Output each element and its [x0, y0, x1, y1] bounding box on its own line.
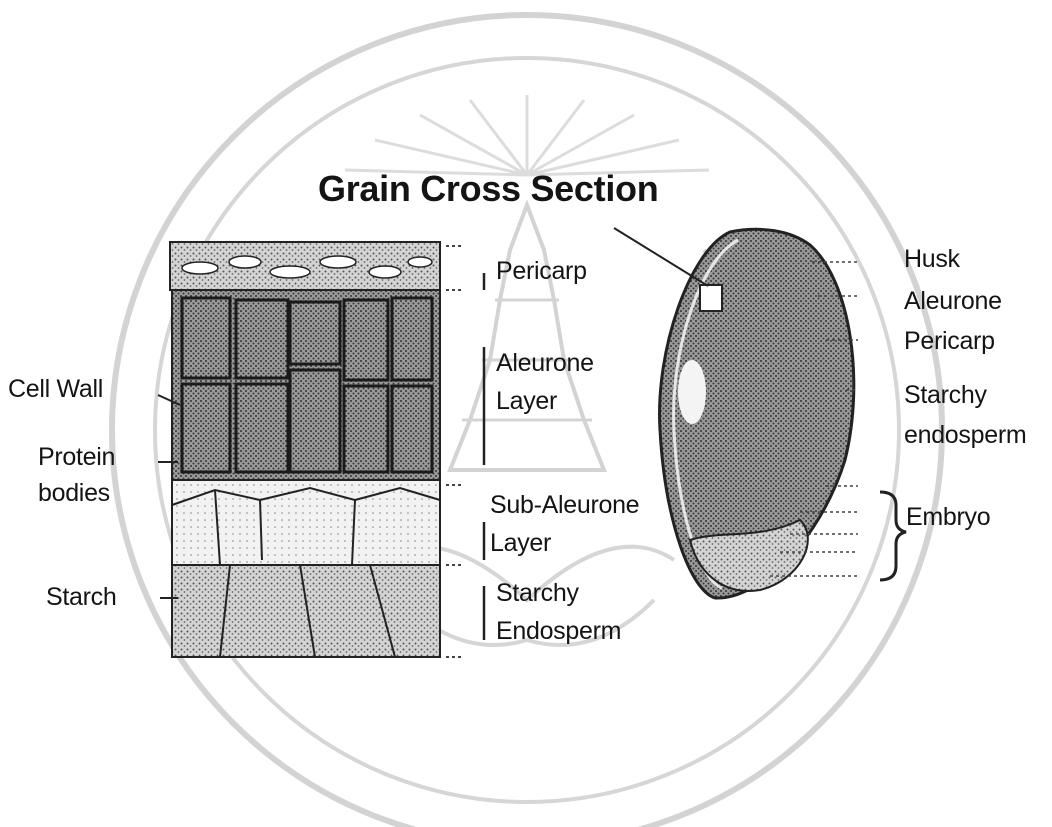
label-pericarp-right: Pericarp [904, 324, 995, 358]
label-sub-aleurone-line2: Layer [490, 526, 551, 560]
label-starch: Starch [46, 580, 116, 614]
label-aleurone-line1: Aleurone [496, 346, 594, 380]
label-protein-line1: Protein [38, 440, 115, 474]
label-cell-wall: Cell Wall [8, 372, 103, 406]
label-embryo: Embryo [906, 500, 990, 534]
label-aleurone-right: Aleurone [904, 284, 1002, 318]
label-protein-line2: bodies [38, 476, 110, 510]
label-starchy-line2: Endosperm [496, 614, 621, 648]
label-starchy-right-line2: endosperm [904, 418, 1026, 452]
tissue-layers-illustration [158, 242, 484, 657]
label-starchy-line1: Starchy [496, 576, 579, 610]
label-aleurone-line2: Layer [496, 384, 557, 418]
label-pericarp-middle: Pericarp [496, 254, 587, 288]
label-sub-aleurone-line1: Sub-Aleurone [490, 488, 639, 522]
label-starchy-right-line1: Starchy [904, 378, 987, 412]
diagram-title: Grain Cross Section [318, 168, 658, 210]
grain-kernel-illustration [614, 228, 906, 598]
label-husk: Husk [904, 242, 960, 276]
